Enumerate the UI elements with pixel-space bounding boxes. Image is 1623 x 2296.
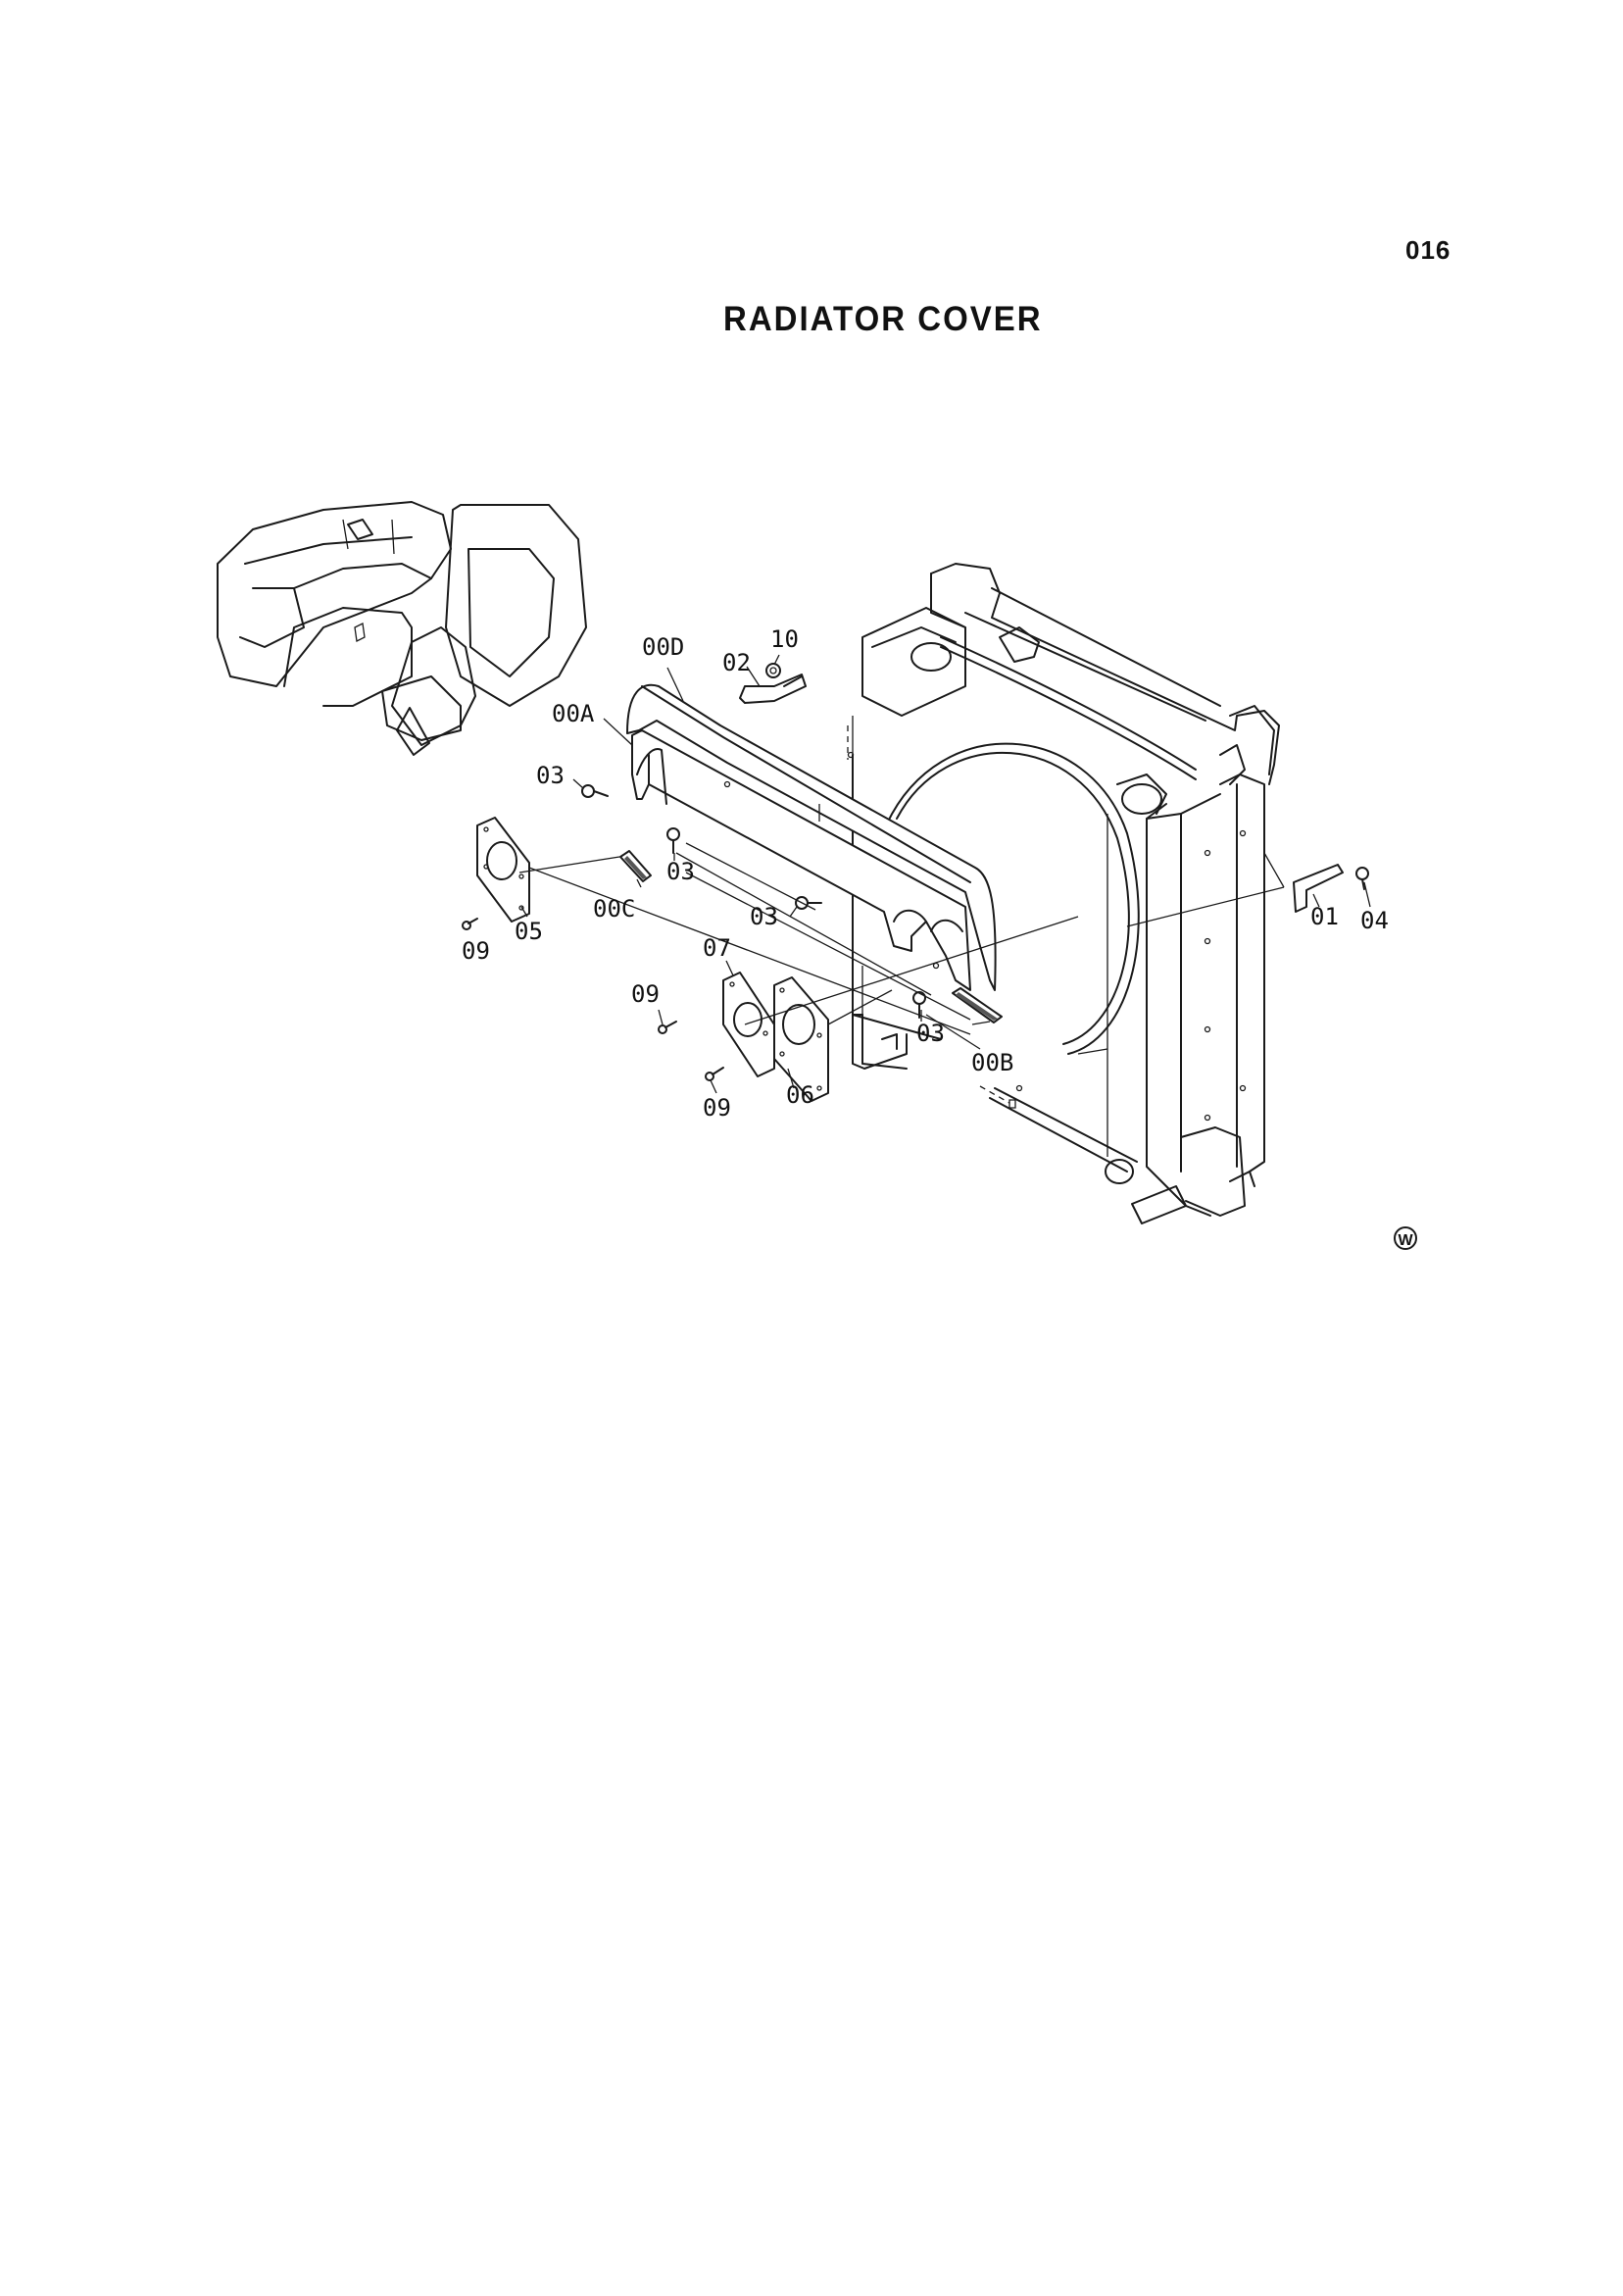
page-number: 016 xyxy=(1405,235,1451,265)
screw-09-b xyxy=(658,1021,677,1034)
callout-10: 10 xyxy=(770,625,799,653)
callout-06: 06 xyxy=(786,1081,814,1109)
callout-07: 07 xyxy=(703,934,731,962)
callout-leaders xyxy=(520,654,1371,1094)
bracket-02 xyxy=(739,674,807,704)
screw-09-a xyxy=(462,918,478,930)
strip-00C xyxy=(619,850,652,882)
bracket-01 xyxy=(1293,864,1344,913)
callout-01: 01 xyxy=(1310,903,1339,930)
callout-09-a: 09 xyxy=(462,937,490,965)
radiator-assembly xyxy=(847,563,1280,1224)
bolt-04 xyxy=(1355,867,1369,890)
callout-03-c: 03 xyxy=(750,903,778,930)
symbol-letter: W xyxy=(1398,1232,1413,1249)
plate-07 xyxy=(722,972,775,1077)
plate-05 xyxy=(476,817,530,923)
callout-03-d: 03 xyxy=(916,1020,945,1047)
plate-06 xyxy=(773,976,829,1102)
strip-00B xyxy=(952,987,1003,1023)
nut-10 xyxy=(765,663,781,678)
callout-00D: 00D xyxy=(642,633,684,661)
cover-plate-00A xyxy=(631,729,971,991)
circled-w-symbol: W xyxy=(1394,1226,1417,1250)
callout-03-a: 03 xyxy=(536,762,565,789)
callout-09-c: 09 xyxy=(703,1094,731,1122)
bolt-03-c xyxy=(795,896,822,910)
bolt-03-b xyxy=(666,827,680,854)
callout-02: 02 xyxy=(722,649,751,676)
lower-bracket xyxy=(852,1014,908,1070)
callout-04: 04 xyxy=(1360,907,1389,934)
callout-05: 05 xyxy=(515,918,543,945)
assembly-guide-lines xyxy=(518,716,1285,1104)
callout-00C: 00C xyxy=(593,895,635,923)
callout-09-b: 09 xyxy=(631,980,660,1008)
bolt-03-a xyxy=(581,784,609,798)
page-title: RADIATOR COVER xyxy=(723,298,1043,338)
screw-09-c xyxy=(705,1067,724,1081)
radiator-cover-00D xyxy=(626,683,997,991)
callout-03-b: 03 xyxy=(666,858,695,885)
excavator-thumbnail xyxy=(217,501,587,756)
callout-labels: 00D 10 02 00A 03 03 03 03 00C 05 09 09 0… xyxy=(462,625,1389,1122)
callout-00B: 00B xyxy=(971,1049,1013,1076)
callout-00A: 00A xyxy=(552,700,595,727)
